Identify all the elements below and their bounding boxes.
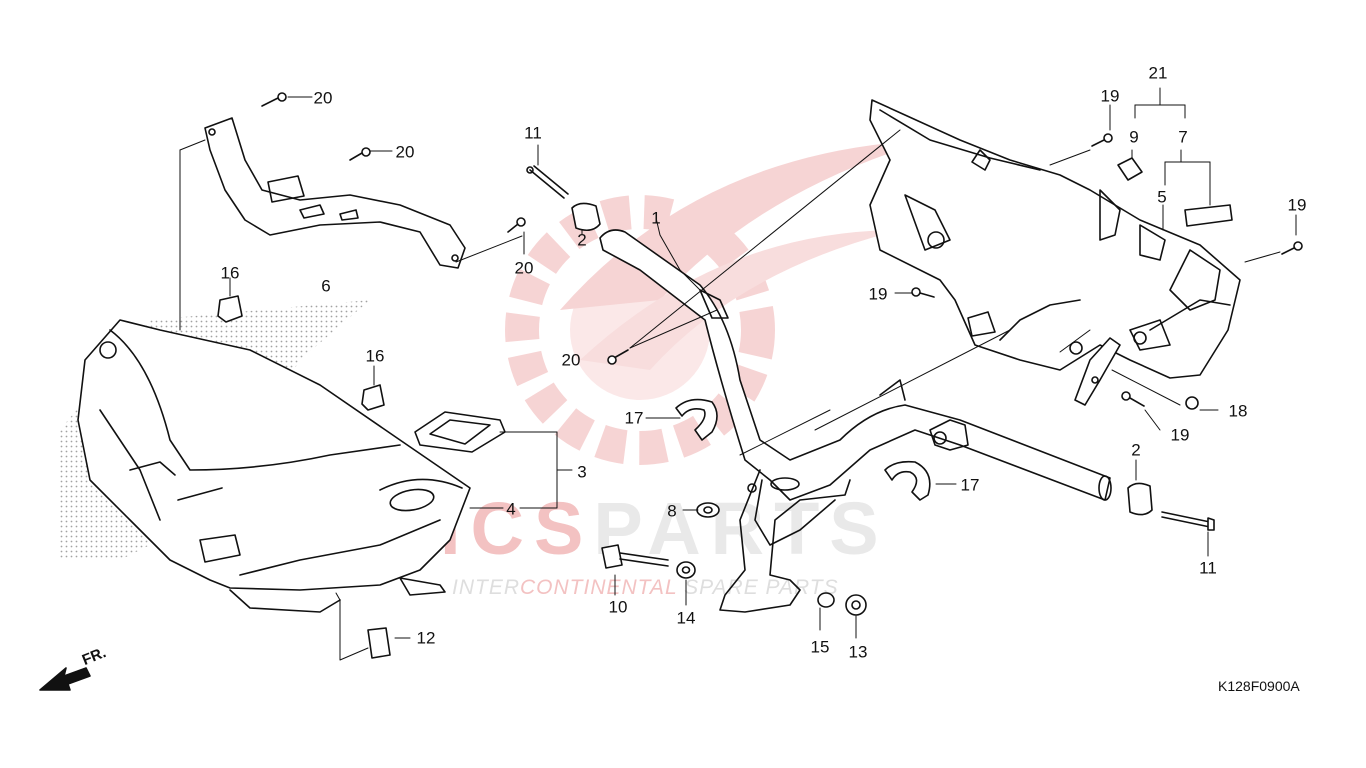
- callout-16-upper: 16: [220, 263, 240, 283]
- callout-5: 5: [1157, 187, 1167, 207]
- callout-17-left: 17: [624, 408, 644, 428]
- part-12-clip: [367, 627, 391, 659]
- part-4-front-cover: [77, 319, 471, 613]
- callout-16-lower: 16: [365, 346, 385, 366]
- callout-20-c: 20: [514, 258, 534, 278]
- callout-6: 6: [321, 276, 331, 296]
- diagram-code: K128F0900A: [1218, 678, 1300, 694]
- leader-lines: [179, 87, 1297, 661]
- part-2-weight-right: [1127, 482, 1153, 516]
- part-9-sticker: [1117, 157, 1143, 181]
- callout-20-b: 20: [395, 142, 415, 162]
- callout-12: 12: [416, 628, 436, 648]
- part-6-bracket: [204, 117, 466, 269]
- part-2-weight-left: [571, 202, 601, 232]
- part-13-collar: [845, 594, 867, 616]
- callout-10: 10: [608, 597, 628, 617]
- part-10-bolt: [601, 544, 669, 569]
- callout-7: 7: [1178, 127, 1188, 147]
- screws: [261, 92, 1303, 410]
- callout-13: 13: [848, 642, 868, 662]
- callout-2-left: 2: [577, 230, 587, 250]
- callout-1: 1: [651, 208, 661, 228]
- part-15-nut: [817, 592, 835, 608]
- callout-20-a: 20: [313, 88, 333, 108]
- watermark-tagline-a: INTER: [452, 576, 520, 599]
- part-16-clip-lower: [361, 384, 385, 411]
- callout-15: 15: [810, 637, 830, 657]
- part-7-sticker: [1184, 204, 1233, 227]
- callout-20-d: 20: [561, 350, 581, 370]
- callout-9: 9: [1129, 127, 1139, 147]
- callout-8: 8: [667, 501, 677, 521]
- callout-11-bottom: 11: [1199, 558, 1217, 578]
- callout-14: 14: [676, 608, 696, 628]
- part-8-washer: [696, 502, 720, 518]
- part-5-rear-cover: [869, 99, 1241, 379]
- part-11-bolt-left: [526, 165, 569, 199]
- part-17-clamp-right: [884, 460, 931, 501]
- callout-18: 18: [1228, 401, 1248, 421]
- callout-11-top: 11: [524, 123, 542, 143]
- part-17-clamp-left: [675, 398, 718, 441]
- callout-4: 4: [506, 499, 516, 519]
- callout-21: 21: [1148, 63, 1168, 83]
- front-arrow-icon: [39, 667, 91, 691]
- callout-19-bottom: 19: [1170, 425, 1190, 445]
- part-16-clip-upper: [217, 295, 243, 323]
- part-1-handlebar: [599, 229, 1112, 613]
- callout-2-right: 2: [1131, 440, 1141, 460]
- watermark-tagline-b: CONTINENTAL: [520, 576, 678, 599]
- callout-19-right: 19: [1287, 195, 1307, 215]
- watermark-tagline-c: SPARE PARTS: [677, 576, 839, 599]
- callout-3: 3: [577, 462, 587, 482]
- part-18-bracket: [1069, 337, 1121, 406]
- part-11-bolt-right: [1161, 511, 1215, 531]
- callout-19-middle: 19: [868, 284, 888, 304]
- callout-17-right: 17: [960, 475, 980, 495]
- part-3-emblem: [414, 411, 506, 453]
- part-14-nut: [676, 561, 696, 579]
- callout-19-top: 19: [1100, 86, 1120, 106]
- watermark-tagline: INTERCONTINENTAL SPARE PARTS: [452, 577, 839, 598]
